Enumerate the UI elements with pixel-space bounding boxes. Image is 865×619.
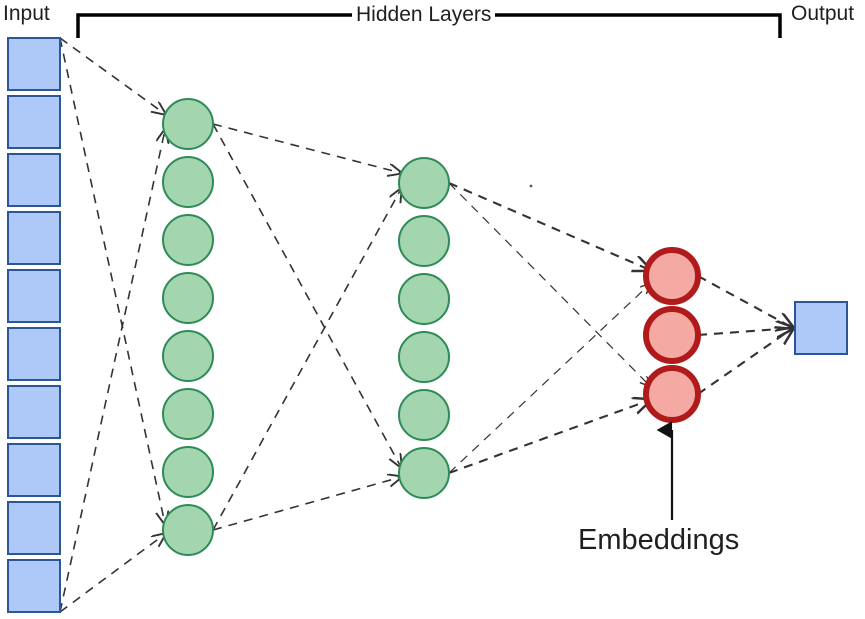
connection-line (697, 275, 793, 328)
input-node (7, 269, 61, 323)
connection-line (697, 328, 793, 335)
hidden-2-node (398, 447, 450, 499)
hidden-layers-label: Hidden Layers (352, 3, 496, 27)
input-node (7, 95, 61, 149)
input-layer-label: Input (3, 2, 50, 25)
input-node (7, 211, 61, 265)
hidden-2-node (398, 215, 450, 267)
input-node (7, 327, 61, 381)
connection-line (212, 189, 401, 531)
embeddings-node (643, 306, 701, 364)
connection-line (212, 123, 401, 173)
hidden-1-node (162, 330, 214, 382)
hidden-1-node (162, 272, 214, 324)
hidden-2-node (398, 331, 450, 383)
hidden-1-node (162, 98, 214, 150)
hidden-1-node (162, 388, 214, 440)
embeddings-node (643, 365, 701, 423)
input-node (7, 443, 61, 497)
hidden-1-node (162, 446, 214, 498)
output-node (794, 301, 848, 355)
stray-dot-artifact (529, 184, 533, 188)
connection-line (448, 182, 650, 270)
connection-line (448, 284, 650, 474)
input-node (7, 559, 61, 613)
layer-nodes (7, 37, 848, 613)
input-node (7, 385, 61, 439)
embeddings-node (643, 247, 701, 305)
connection-line (212, 477, 401, 531)
connection-line (59, 37, 165, 524)
input-node (7, 37, 61, 91)
connection-line (448, 400, 650, 474)
hidden-1-node (162, 156, 214, 208)
connection-lines (59, 37, 793, 613)
hidden-1-node (162, 214, 214, 266)
hidden-2-node (398, 273, 450, 325)
hidden-2-node (398, 389, 450, 441)
connection-line (59, 37, 165, 114)
embeddings-label: Embeddings (578, 524, 740, 556)
connection-line (697, 328, 793, 395)
hidden-1-node (162, 504, 214, 556)
connection-line (59, 534, 165, 613)
hidden-2-node (398, 157, 450, 209)
connection-line (212, 123, 401, 467)
connection-line (448, 182, 650, 386)
input-node (7, 501, 61, 555)
output-layer-label: Output (791, 2, 855, 25)
input-node (7, 153, 61, 207)
connection-line (59, 130, 165, 613)
